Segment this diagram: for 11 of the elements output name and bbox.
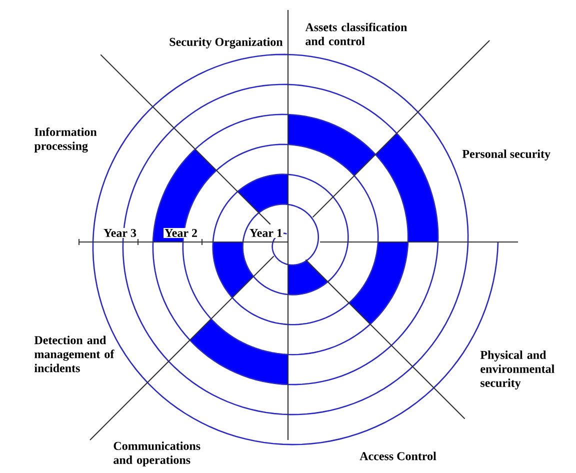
sector-label: Security Organization — [170, 38, 283, 48]
sector-label: Communications and operations — [114, 442, 200, 466]
sector-label: Information processing — [34, 127, 97, 153]
sector-label: Personal security — [462, 150, 550, 160]
year-label: Year 1 — [248, 228, 284, 238]
year-label: Year 3 — [102, 228, 138, 238]
sector-label: Physical and environmental security — [480, 350, 554, 390]
sector-label: Detection and management of incidents — [34, 336, 114, 372]
sector-label: Access Control — [360, 452, 436, 460]
sector-label: Assets classification and control — [305, 22, 407, 46]
year-label: Year 2 — [164, 228, 198, 238]
